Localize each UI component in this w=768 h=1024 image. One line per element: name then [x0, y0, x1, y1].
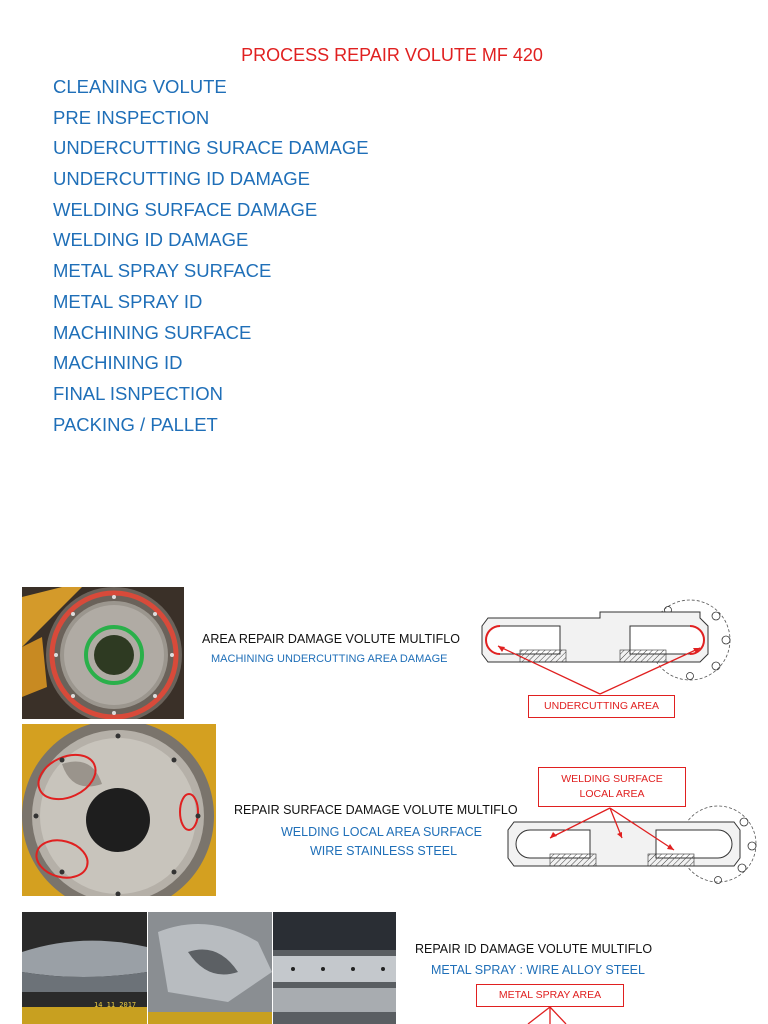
process-step: PACKING / PALLET [53, 413, 218, 435]
metal-spray-heading: REPAIR ID DAMAGE VOLUTE MULTIFLO [415, 942, 653, 956]
metal-spray-subheading: METAL SPRAY : WIRE ALLOY STEEL [431, 963, 645, 977]
process-step: CLEANING VOLUTE [53, 76, 227, 97]
undercutting-heading: AREA REPAIR DAMAGE VOLUTE MULTIFLO [202, 632, 460, 646]
welding-callout-line1: WELDING SURFACE [561, 773, 663, 785]
undercutting-area-callout: UNDERCUTTING AREA [528, 695, 675, 718]
welding-subheading-line2: WIRE STAINLESS STEEL [310, 844, 458, 858]
page-title: PROCESS REPAIR VOLUTE MF 420 [241, 45, 543, 65]
welding-callout-line2: LOCAL AREA [579, 788, 645, 800]
metal-spray-photo-2 [148, 912, 272, 1024]
process-step: UNDERCUTTING SURACE DAMAGE [53, 137, 369, 159]
metal-spray-area-callout: METAL SPRAY AREA [476, 984, 624, 1007]
metal-spray-photo-1: 14 11 2017 [22, 912, 147, 1024]
process-step: WELDING SURFACE DAMAGE [53, 198, 318, 220]
undercutting-subheading: MACHINING UNDERCUTTING AREA DAMAGE [211, 653, 448, 665]
process-step: MACHINING ID [53, 352, 183, 374]
undercutting-diagram [481, 599, 731, 695]
process-step: UNDERCUTTING ID DAMAGE [53, 168, 310, 190]
process-step: PRE INSPECTION [53, 106, 210, 128]
photo-date-stamp: 14 11 2017 [94, 1001, 137, 1009]
metal-spray-photo-3 [273, 912, 396, 1024]
welding-area-callout: WELDING SURFACE LOCAL AREA [538, 767, 686, 807]
welding-heading: REPAIR SURFACE DAMAGE VOLUTE MULTIFLO [234, 803, 518, 817]
process-step: METAL SPRAY ID [53, 290, 203, 312]
process-step: FINAL ISNPECTION [53, 382, 223, 404]
process-step: MACHINING SURFACE [53, 321, 252, 343]
volute-undercutting-photo [22, 587, 184, 719]
metal-spray-arrows [527, 1007, 567, 1024]
process-step: METAL SPRAY SURFACE [53, 260, 272, 282]
welding-subheading-line1: WELDING LOCAL AREA SURFACE [281, 825, 482, 839]
process-step: WELDING ID DAMAGE [53, 229, 249, 251]
process-steps-list: CLEANING VOLUTE PRE INSPECTION UNDERCUTT… [53, 74, 369, 442]
welding-diagram [507, 805, 757, 884]
volute-welding-photo [22, 724, 216, 896]
